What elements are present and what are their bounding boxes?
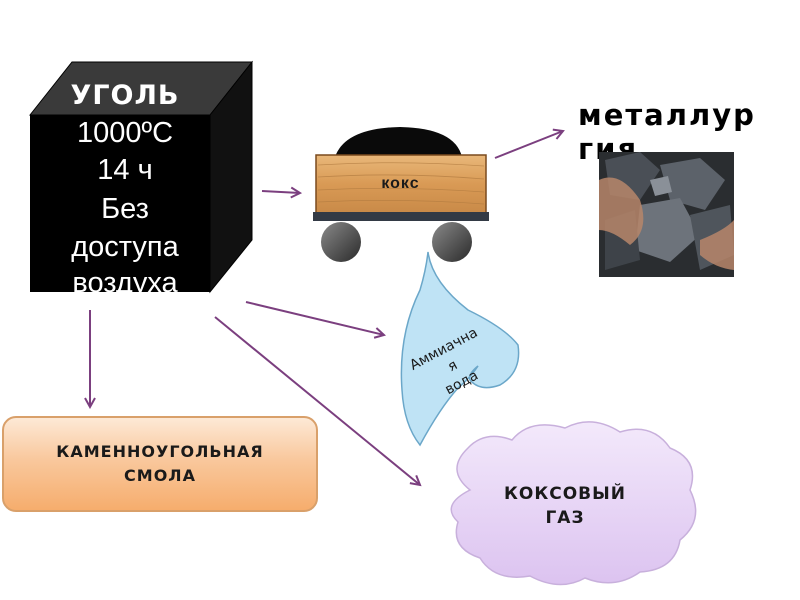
ammonia-water-droplet xyxy=(400,251,520,447)
arrow-coal-to-ammonia xyxy=(245,301,384,335)
coke-wagon xyxy=(313,127,489,262)
coal-tar-label: КАМЕННОУГОЛЬНАЯ СМОЛА xyxy=(56,440,263,488)
coke-gas-label: КОКСОВЫЙ ГАЗ xyxy=(470,482,660,530)
coke-gas-line2: ГАЗ xyxy=(545,508,585,528)
coal-condition-line3: воздуха xyxy=(72,268,178,292)
coke-photo-overlay xyxy=(599,152,734,277)
coal-temperature: 1000ºC xyxy=(76,117,174,149)
coal-tar-line2: СМОЛА xyxy=(124,466,196,485)
coal-cube xyxy=(28,60,254,294)
arrow-coke-to-metallurgy xyxy=(494,131,563,159)
coal-condition-line2: доступа xyxy=(71,231,179,263)
arrow-coal-to-gas xyxy=(214,316,420,485)
flow-arrows xyxy=(90,131,563,485)
coal-title: УГОЛЬ xyxy=(70,80,180,111)
coal-tar-line1: КАМЕННОУГОЛЬНАЯ xyxy=(56,442,264,461)
coke-label: кокс xyxy=(381,175,420,192)
coal-tar-box: КАМЕННОУГОЛЬНАЯ СМОЛА xyxy=(2,416,318,512)
coal-condition-line1: Без xyxy=(101,193,149,225)
coal-duration: 14 ч xyxy=(97,154,153,186)
arrow-coal-to-coke xyxy=(261,191,300,193)
metallurgy-line1: металлур xyxy=(578,98,756,132)
coke-gas-cloud xyxy=(450,421,697,586)
coke-gas-line1: КОКСОВЫЙ xyxy=(504,484,626,504)
